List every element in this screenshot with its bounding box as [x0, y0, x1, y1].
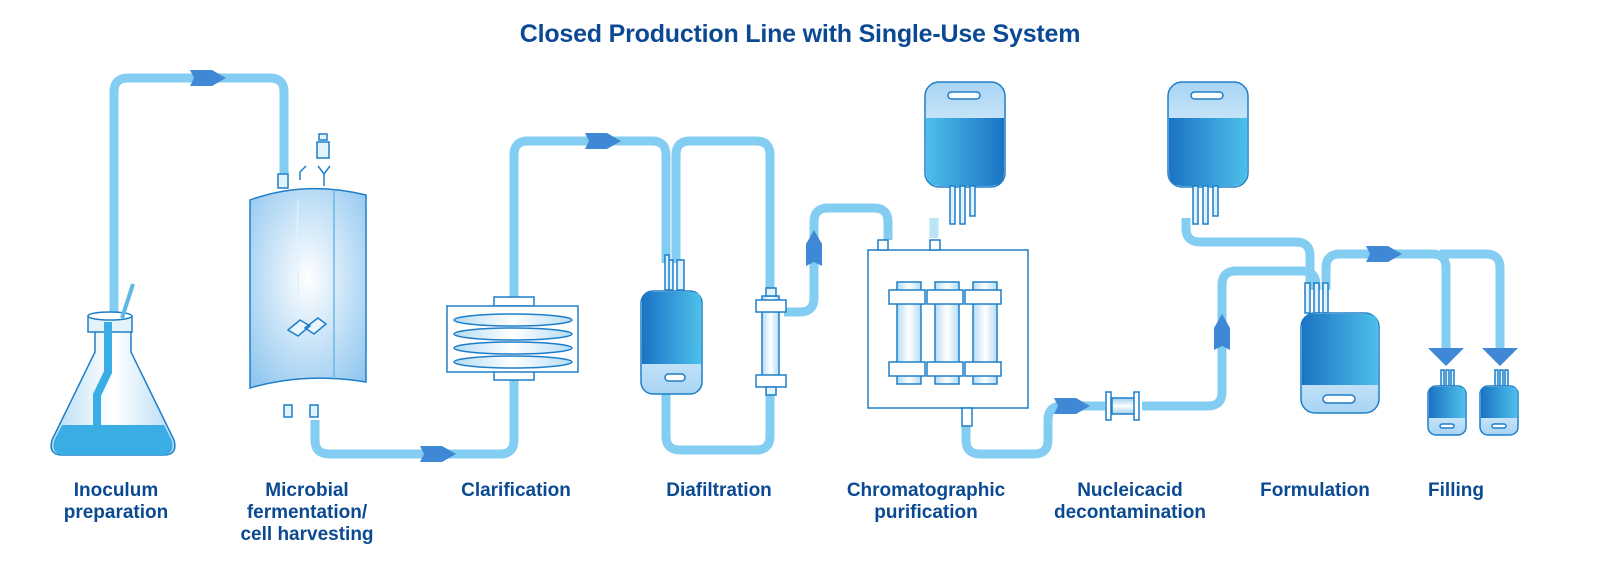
formulation-bag-icon — [1300, 282, 1380, 414]
inoculum-flask-icon — [50, 283, 176, 456]
tube-buffer-to-formulation — [1181, 218, 1315, 290]
label-line: cell harvesting — [240, 524, 374, 545]
formulation-buffer-bag-icon — [1167, 81, 1249, 225]
step-label-diafiltration: Diafiltration — [599, 480, 839, 502]
tube-clarifier-to-diafiltration — [509, 136, 671, 297]
flow-arrow-icon — [190, 70, 226, 86]
chromatography-column-icon — [888, 281, 926, 385]
filling-arrow-icon — [1428, 348, 1464, 366]
chromatography-skid-icon — [867, 239, 1029, 427]
step-label-formulation: Formulation — [1195, 480, 1435, 502]
membrane-adsorber-icon — [1105, 391, 1140, 421]
chromatography-column-icon — [926, 281, 964, 385]
flow-arrow-icon — [585, 133, 621, 149]
label-line: Inoculum — [73, 480, 159, 501]
label-line: Nucleicacid — [1077, 480, 1183, 501]
tube-filter-to-chromatography — [784, 203, 893, 317]
label-line: decontamination — [1053, 502, 1206, 523]
label-line: purification — [874, 502, 978, 523]
label-line: Diafiltration — [666, 480, 772, 501]
step-label-filling: Filling — [1336, 480, 1576, 502]
tube-fermenter-to-clarifier — [310, 380, 519, 459]
label-line: preparation — [63, 502, 169, 523]
chromatography-column-icon — [964, 281, 1002, 385]
label-line: fermentation/ — [246, 502, 368, 523]
step-label-chromatography: Chromatographic purification — [806, 480, 1046, 524]
clarification-filter-icon — [446, 296, 579, 381]
tube-diafiltration-loop-bottom — [661, 392, 775, 455]
step-label-nucleic-acid: Nucleicacid decontamination — [1010, 480, 1250, 524]
flow-arrow-icon — [806, 230, 822, 266]
step-label-inoculum: Inoculum preparation — [0, 480, 236, 524]
flow-arrow-icon — [1366, 246, 1402, 262]
step-label-clarification: Clarification — [396, 480, 636, 502]
filling-bag-icon — [1479, 369, 1519, 436]
label-line: Chromatographic — [846, 480, 1006, 501]
label-line: Filling — [1428, 480, 1484, 501]
step-label-fermentation: Microbial fermentation/ cell harvesting — [187, 480, 427, 546]
flow-arrows — [190, 70, 1518, 462]
flow-arrow-icon — [420, 446, 456, 462]
label-line: Clarification — [461, 480, 571, 501]
tube-diafiltration-loop-top — [671, 136, 775, 290]
tube-chromatography-to-nucleicacid — [961, 401, 1105, 459]
buffer-bag-icon — [924, 81, 1006, 225]
label-line: Formulation — [1260, 480, 1370, 501]
diafiltration-bag-icon — [640, 254, 703, 395]
filling-arrow-icon — [1482, 348, 1518, 366]
label-line: Microbial — [265, 480, 349, 501]
fermenter-vessel-icon — [249, 133, 367, 418]
hollow-fiber-filter-icon — [755, 287, 787, 396]
diagram-title: Closed Production Line with Single-Use S… — [519, 20, 1081, 48]
flow-arrow-icon — [1214, 314, 1230, 350]
flow-arrow-icon — [1054, 398, 1090, 414]
filling-bag-icon — [1427, 369, 1467, 436]
